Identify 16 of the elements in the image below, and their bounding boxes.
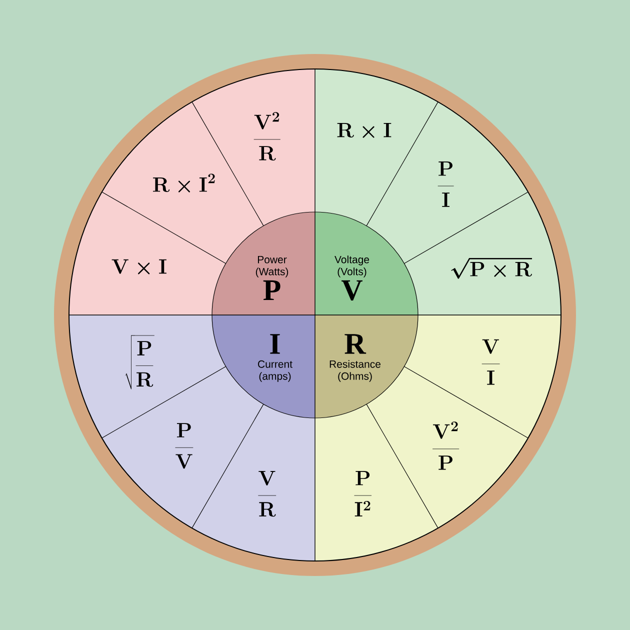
formula: $\mathbf{\frac{V}{R}}$: [258, 471, 276, 517]
formula: $\mathbf{\frac{V^{2}}{P}}$: [432, 422, 460, 470]
formula: $\mathbf{\frac{P}{V}}$: [175, 423, 194, 469]
formula: $\mathbf{\frac{P}{I}}$: [438, 162, 454, 207]
formula: $\mathbf{\sqrt{\frac{P}{R}}}$: [125, 335, 154, 390]
quantity-quadrant: R Resistance (Ohms): [315, 315, 418, 418]
quantity-quadrant: Voltage (Volts) V: [315, 212, 418, 315]
formula: $\mathbf{V\times I}$: [112, 259, 166, 274]
quantity-quadrant: I Current (amps): [212, 315, 315, 418]
formula: $\mathbf{R\times I}$: [337, 122, 392, 138]
quantity-quadrant: Power (Watts) P: [212, 212, 315, 315]
formula: $\mathbf{R\times I^{2}}$: [153, 174, 215, 192]
formula: $\mathbf{\sqrt{P\times R}}$: [451, 258, 532, 279]
formula: $\mathbf{\frac{V^{2}}{R}}$: [254, 112, 280, 161]
formula: $\mathbf{\frac{V}{I}}$: [482, 339, 500, 385]
formula: $\mathbf{\frac{P}{I^{2}}}$: [354, 471, 372, 516]
